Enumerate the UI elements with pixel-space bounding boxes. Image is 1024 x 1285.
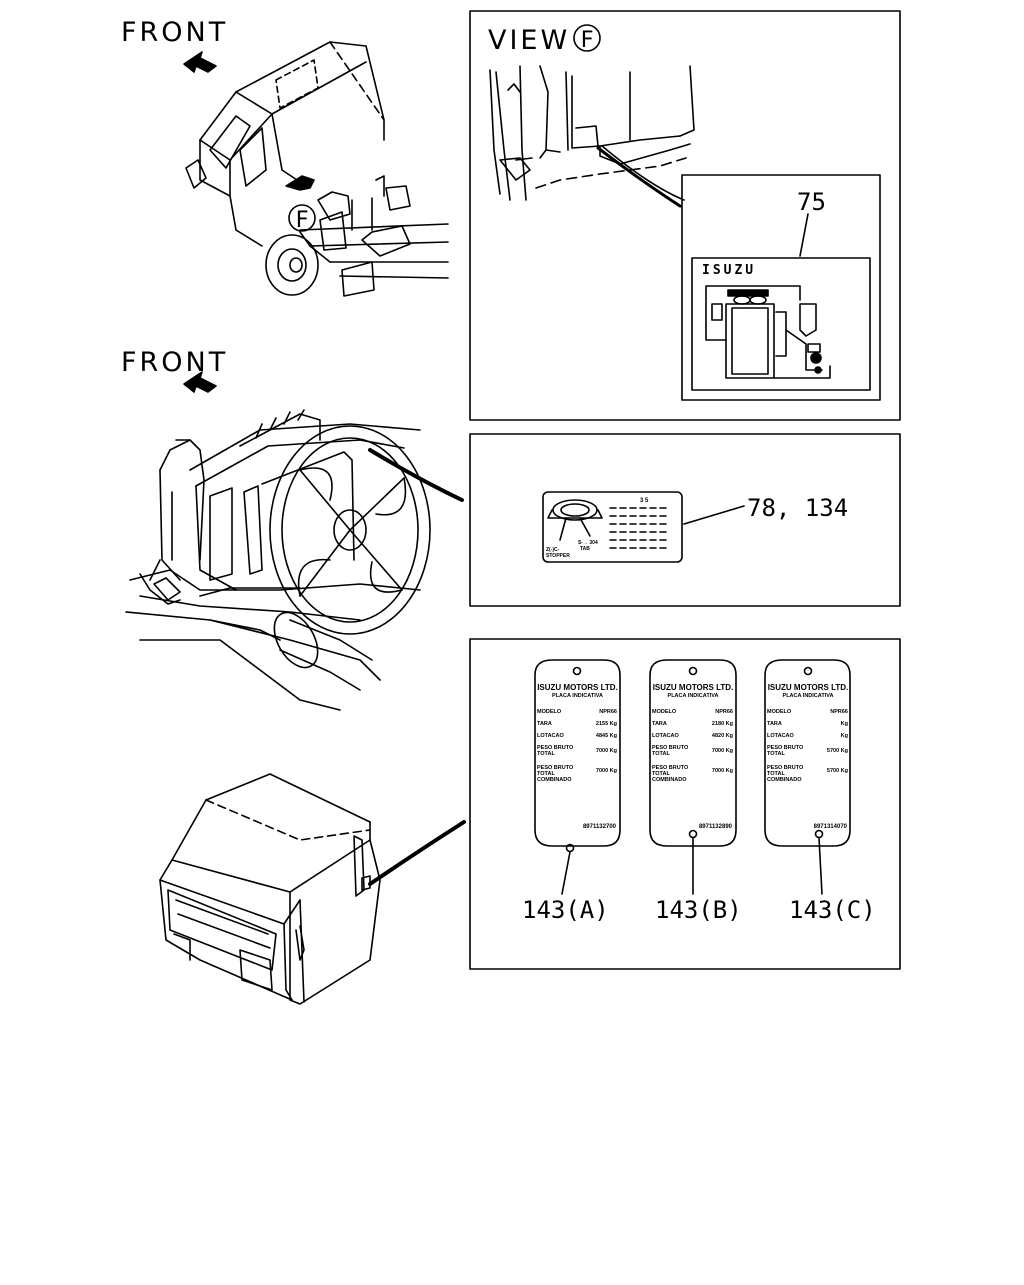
plate-row-label: PESO BRUTO [652,745,689,751]
view-f-illustration [489,65,695,208]
plate-a-outline [534,659,621,847]
isuzu-plate-diagram [705,285,831,379]
cap-label-left: Z(-)C- [546,547,560,553]
plate-row-value: NPR66 [599,709,617,715]
plate-row-label: MODELO [537,709,562,715]
plate-row-value: NPR66 [715,709,733,715]
callout-143b: 143(B) [655,896,742,924]
view-f-panel [469,10,901,421]
front-label-top: FRONT [121,17,228,48]
plate-row-label: LOTACAO [537,733,565,739]
cab-illustration [159,773,466,1005]
plate-row-value: 4845 Kg [596,733,617,739]
plate-row-value: 7000 Kg [712,748,733,754]
plate-c-outline [764,659,851,847]
isuzu-plate [691,257,871,391]
plate-header: ISUZU MOTORS LTD. [768,683,849,692]
callout-78-134: 78, 134 [747,494,848,522]
cap-label-right: S-→ 304 [578,540,598,546]
cap-label-cols: 3 5 [640,498,649,504]
plate-part-number: 8971132890 [699,824,733,830]
plate-part-number: 8971314070 [814,824,848,830]
plate-row-value: 5700 Kg [827,748,848,754]
cap-label-artwork [547,499,671,549]
plate-row-label: TARA [537,721,552,727]
cap-label-left2: STOPPER [546,553,570,559]
plate-subheader: PLACA INDICATIVA [668,693,719,699]
plate-row-label: TOTAL [652,771,670,777]
plate-row-label: PESO BRUTO [767,745,804,751]
plate-row-value: 4820 Kg [712,733,733,739]
radiator-illustration [125,371,464,711]
plate-row-label: LOTACAO [767,733,795,739]
plate-row-label: TOTAL [767,771,785,777]
plate-row-label: MODELO [767,709,792,715]
view-label: VIEW [488,25,570,56]
plate-row-label: PESO BRUTO [537,745,574,751]
vehicle-plates-panel [469,638,901,970]
plate-row-label: TOTAL [537,751,555,757]
front-label-mid: FRONT [121,347,228,378]
plate-row-label: TOTAL [652,751,670,757]
callout-75: 75 [797,188,826,216]
plate-row-label: PESO BRUTO [537,765,574,771]
plate-row-label: COMBINADO [767,777,802,783]
plate-header: ISUZU MOTORS LTD. [653,683,734,692]
radiator-cap-label [542,491,683,563]
radiator-cap-panel [469,433,901,607]
plate-row-label: COMBINADO [652,777,687,783]
plate-subheader: PLACA INDICATIVA [552,693,603,699]
plate-row-value: 7000 Kg [596,768,617,774]
plate-row-label: MODELO [652,709,677,715]
plate-header: ISUZU MOTORS LTD. [537,683,618,692]
plate-row-label: TOTAL [537,771,555,777]
plate-row-label: PESO BRUTO [652,765,689,771]
cap-label-text: 3 5 Z(-)C- STOPPER S-→ 304 TAB [546,498,649,559]
isuzu-text: ISUZU [702,263,756,278]
plate-row-value: 7000 Kg [712,768,733,774]
plate-row-value: 5700 Kg [827,768,848,774]
plate-row-label: TARA [652,721,667,727]
plate-row-label: LOTACAO [652,733,680,739]
plate-subheader: PLACA INDICATIVA [783,693,834,699]
plate-row-label: TOTAL [767,751,785,757]
truck-view-marker-letter: F [295,208,308,233]
plate-row-value: NPR66 [830,709,848,715]
plate-part-number: 8971132700 [583,824,617,830]
plate-row-value: Kg [841,721,848,727]
callout-143a: 143(A) [522,896,609,924]
callout-75-box [681,174,881,401]
view-marker-letter: F [580,28,593,53]
plate-row-value: 7000 Kg [596,748,617,754]
plate-row-value: Kg [841,733,848,739]
view-f-circle [573,24,601,52]
truck-chassis-illustration [183,41,449,297]
plate-b-outline [649,659,737,847]
plate-row-value: 2155 Kg [596,721,617,727]
plate-row-label: PESO BRUTO [767,765,804,771]
cap-label-right2: TAB [580,546,590,552]
plate-row-value: 2180 Kg [712,721,733,727]
plate-row-label: COMBINADO [537,777,572,783]
callout-143c: 143(C) [789,896,876,924]
plate-row-label: TARA [767,721,782,727]
